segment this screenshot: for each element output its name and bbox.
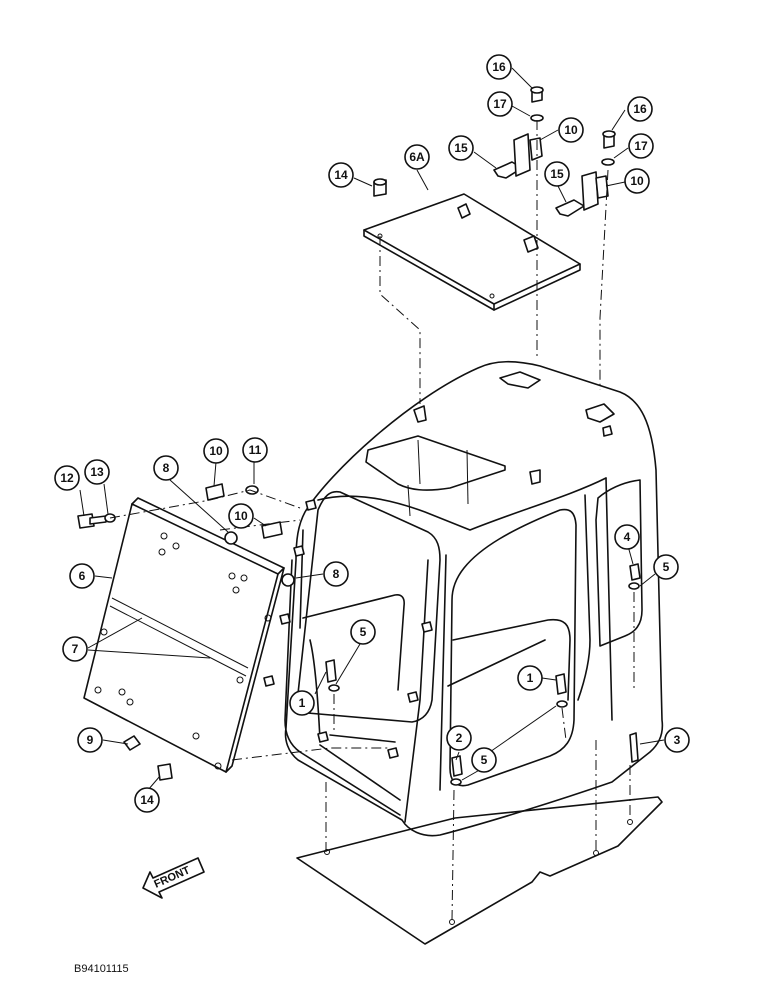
svg-text:1: 1	[527, 671, 534, 685]
svg-text:11: 11	[249, 443, 262, 457]
hinge-hardware	[373, 86, 616, 217]
svg-text:5: 5	[481, 753, 488, 767]
callout-balloon: 14	[134, 787, 160, 813]
svg-text:14: 14	[140, 793, 154, 807]
callout-balloon: 10	[228, 503, 254, 529]
svg-text:13: 13	[90, 465, 104, 479]
svg-text:8: 8	[163, 461, 170, 475]
callout-balloon: 9	[77, 727, 103, 753]
svg-text:17: 17	[634, 139, 648, 153]
svg-text:10: 10	[630, 174, 644, 188]
callout-balloon: 6A	[404, 144, 430, 170]
callout-balloon: 5	[653, 554, 679, 580]
svg-text:4: 4	[624, 530, 631, 544]
callout-balloon: 4	[614, 524, 640, 550]
svg-text:8: 8	[333, 567, 340, 581]
front-direction-arrow: FRONT	[142, 857, 205, 899]
callout-leader-lines	[79, 67, 665, 791]
svg-text:10: 10	[209, 444, 223, 458]
svg-text:3: 3	[674, 733, 681, 747]
callout-balloon: 14	[328, 162, 354, 188]
svg-text:12: 12	[60, 471, 74, 485]
svg-text:6: 6	[79, 569, 86, 583]
callout-balloon: 10	[203, 438, 229, 464]
svg-text:10: 10	[564, 123, 578, 137]
callout-balloon: 1	[289, 690, 315, 716]
figure-code: B94101115	[74, 963, 129, 975]
svg-text:5: 5	[663, 560, 670, 574]
svg-text:7: 7	[72, 642, 79, 656]
callout-balloon: 16	[486, 54, 512, 80]
svg-text:5: 5	[360, 625, 367, 639]
callout-balloon: 17	[487, 91, 513, 117]
assembly-centerlines	[109, 120, 635, 921]
callout-balloon: 1	[517, 665, 543, 691]
callout-balloon: 8	[323, 561, 349, 587]
svg-text:16: 16	[633, 102, 647, 116]
callout-balloon: 17	[628, 133, 654, 159]
svg-text:6A: 6A	[409, 150, 425, 164]
svg-text:15: 15	[550, 167, 564, 181]
callout-balloon: 10	[558, 117, 584, 143]
rear-panel-6	[77, 483, 295, 781]
roof-cover-6a	[363, 193, 581, 311]
svg-text:15: 15	[454, 141, 468, 155]
callout-balloon: 2	[446, 725, 472, 751]
svg-text:1: 1	[299, 696, 306, 710]
callout-balloon: 13	[84, 459, 110, 485]
callout-balloon: 8	[153, 455, 179, 481]
callout-balloon: 16	[627, 96, 653, 122]
callout-balloon: 3	[664, 727, 690, 753]
svg-text:16: 16	[492, 60, 506, 74]
svg-text:2: 2	[456, 731, 463, 745]
callout-balloon: 7	[62, 636, 88, 662]
svg-text:17: 17	[493, 97, 507, 111]
svg-text:9: 9	[87, 733, 94, 747]
callout-balloon: 15	[544, 161, 570, 187]
callout-balloon: 11	[242, 437, 268, 463]
cab-floor-plate	[296, 796, 663, 945]
callout-balloon: 12	[54, 465, 80, 491]
callout-balloon: 15	[448, 135, 474, 161]
cab-body	[263, 360, 664, 837]
callout-balloon: 10	[624, 168, 650, 194]
callout-balloon: 5	[471, 747, 497, 773]
callout-balloon: 6	[69, 563, 95, 589]
svg-text:14: 14	[334, 168, 348, 182]
svg-text:10: 10	[234, 509, 248, 523]
callout-balloon: 5	[350, 619, 376, 645]
